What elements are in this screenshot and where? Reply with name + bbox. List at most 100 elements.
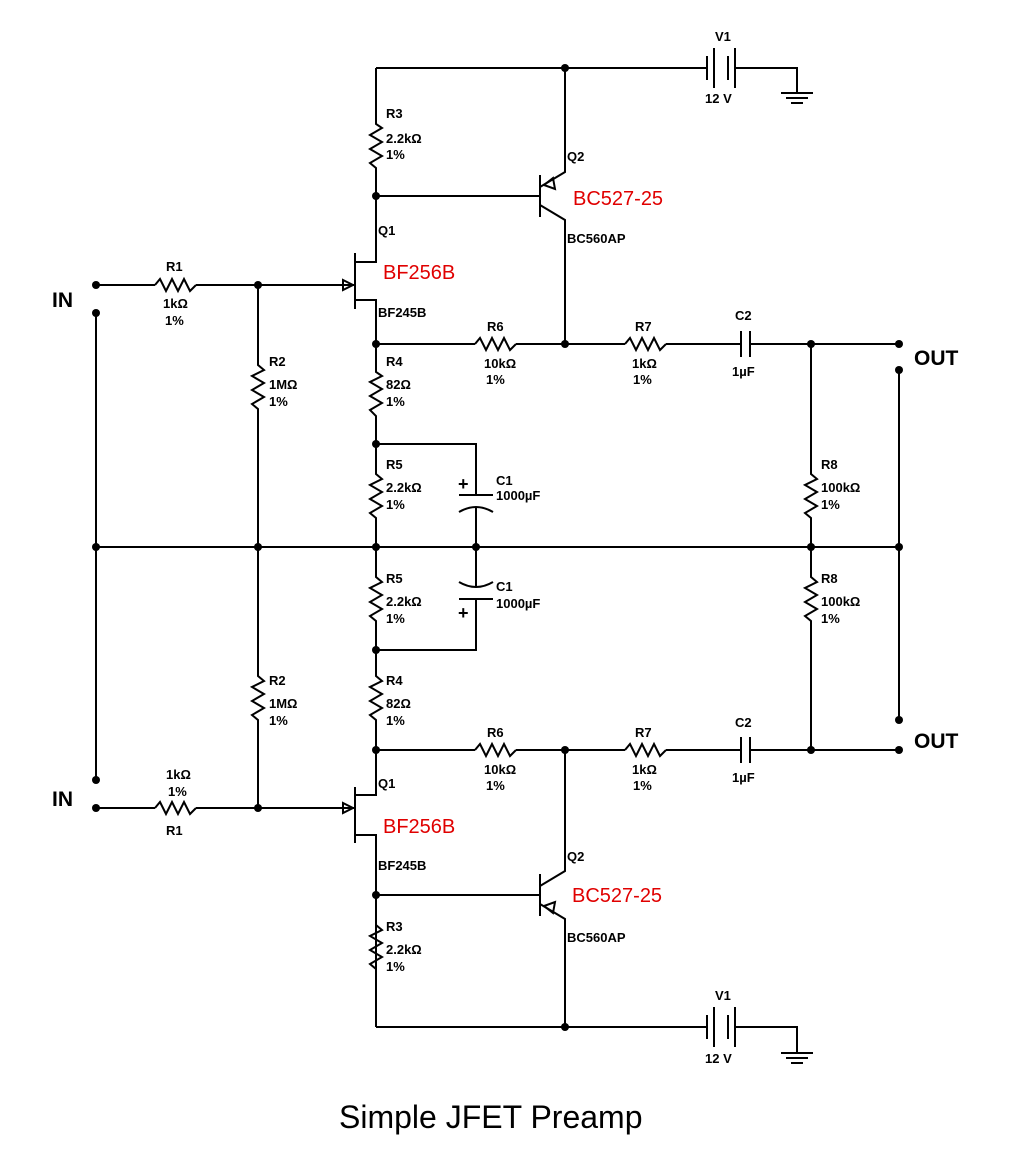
- top-q2-substitute: BC527-25: [573, 188, 663, 210]
- junction-dot: [895, 716, 903, 724]
- top-r6-value: 10kΩ: [484, 356, 516, 371]
- bottom-r4-ref: R4: [386, 673, 403, 688]
- bottom-c2-capacitor-symbol: [740, 737, 751, 763]
- top-r1-tol: 1%: [165, 313, 184, 328]
- top-q1-model: BF245B: [378, 305, 426, 320]
- top-q1-jfet-symbol: [96, 250, 377, 344]
- bottom-v1-battery-symbol: [706, 1007, 736, 1047]
- top-in-label: IN: [52, 289, 73, 312]
- junction-dot: [561, 1023, 569, 1031]
- bottom-r7-value: 1kΩ: [632, 762, 657, 777]
- bottom-r3-value: 2.2kΩ: [386, 942, 422, 957]
- bottom-r2-tol: 1%: [269, 713, 288, 728]
- io-ports: IN IN OUT OUT: [52, 281, 959, 812]
- bottom-r7-ref: R7: [635, 725, 652, 740]
- top-r2-value: 1MΩ: [269, 377, 297, 392]
- top-c1-electrolytic-symbol: +: [458, 474, 494, 547]
- top-r3-value: 2.2kΩ: [386, 131, 422, 146]
- junction-dot: [372, 746, 380, 754]
- top-r5-ref: R5: [386, 457, 403, 472]
- common-ground-bus: [92, 313, 903, 780]
- top-ground-icon: [781, 92, 813, 104]
- junction-dot: [561, 64, 569, 72]
- top-q2-pnp-symbol: [534, 68, 566, 344]
- top-out-terminal[interactable]: [895, 340, 903, 348]
- bottom-r2-resistor-symbol: [249, 547, 266, 808]
- junction-dot: [254, 281, 262, 289]
- top-c2-ref: C2: [735, 308, 752, 323]
- svg-text:+: +: [458, 603, 469, 623]
- top-r4-ref: R4: [386, 354, 403, 369]
- bottom-in-label: IN: [52, 788, 73, 811]
- top-in-terminal[interactable]: [92, 281, 100, 289]
- top-r4-resistor-symbol: [367, 344, 384, 444]
- junction-dot: [372, 192, 380, 200]
- bottom-r2-ref: R2: [269, 673, 286, 688]
- top-r3-ref: R3: [386, 106, 403, 121]
- bottom-supply: V1 12 V: [376, 988, 813, 1066]
- bottom-ground-icon: [781, 1052, 813, 1064]
- bottom-r6-ref: R6: [487, 725, 504, 740]
- bottom-r7-resistor-symbol: [624, 741, 667, 759]
- top-r2-tol: 1%: [269, 394, 288, 409]
- bottom-r2-value: 1MΩ: [269, 696, 297, 711]
- bottom-c1-value: 1000µF: [496, 596, 540, 611]
- bottom-r1-ref: R1: [166, 823, 183, 838]
- junction-dot: [92, 776, 100, 784]
- junction-dot: [254, 804, 262, 812]
- top-v1-battery-symbol: [706, 48, 736, 88]
- top-r7-value: 1kΩ: [632, 356, 657, 371]
- junction-dot: [372, 340, 380, 348]
- bottom-r3-resistor-symbol: [367, 895, 384, 1027]
- bottom-q2-substitute: BC527-25: [572, 885, 662, 907]
- bottom-q1-ref: Q1: [378, 776, 395, 791]
- bottom-r6-value: 10kΩ: [484, 762, 516, 777]
- bottom-q1-substitute: BF256B: [383, 816, 455, 838]
- junction-dot: [807, 340, 815, 348]
- bottom-q1-model: BF245B: [378, 858, 426, 873]
- junction-dot: [372, 440, 380, 448]
- channel-top: V1 12 V R3 2.2kΩ 1% Q1 BF256B BF245B R1 …: [96, 29, 899, 547]
- top-r3-resistor-symbol: [368, 118, 384, 196]
- bottom-q2-pnp-symbol: [534, 750, 566, 1027]
- top-q1-ref: Q1: [378, 223, 395, 238]
- bottom-r5-resistor-symbol: [367, 547, 384, 650]
- svg-text:+: +: [458, 474, 469, 494]
- top-v1-value: 12 V: [705, 91, 732, 106]
- junction-dot: [895, 366, 903, 374]
- bottom-r8-tol: 1%: [821, 611, 840, 626]
- bottom-r8-ref: R8: [821, 571, 838, 586]
- junction-dot: [561, 340, 569, 348]
- top-q1-substitute: BF256B: [383, 262, 455, 284]
- channel-bottom: R5 2.2kΩ 1% + C1 1000µF R4 82Ω 1% R2 1MΩ…: [96, 547, 899, 1066]
- junction-dot: [372, 646, 380, 654]
- top-r7-resistor-symbol: [624, 335, 667, 353]
- top-q2-model: BC560AP: [567, 231, 626, 246]
- bottom-r8-value: 100kΩ: [821, 594, 860, 609]
- bottom-v1-ref: V1: [715, 988, 731, 1003]
- bottom-r4-tol: 1%: [386, 713, 405, 728]
- top-r5-tol: 1%: [386, 497, 405, 512]
- junction-dot: [372, 891, 380, 899]
- bottom-q1-jfet-symbol: [96, 750, 377, 1027]
- bottom-r6-tol: 1%: [486, 778, 505, 793]
- top-r7-tol: 1%: [633, 372, 652, 387]
- bottom-q2-ref: Q2: [567, 849, 584, 864]
- top-r2-ref: R2: [269, 354, 286, 369]
- top-r5-value: 2.2kΩ: [386, 480, 422, 495]
- bottom-r7-tol: 1%: [633, 778, 652, 793]
- top-supply: V1 12 V: [375, 29, 813, 118]
- bottom-r1-value: 1kΩ: [166, 767, 191, 782]
- junction-dot: [92, 309, 100, 317]
- junction-dot: [92, 543, 100, 551]
- junction-dot: [895, 543, 903, 551]
- bottom-r4-value: 82Ω: [386, 696, 411, 711]
- top-v1-ref: V1: [715, 29, 731, 44]
- junction-dot: [561, 746, 569, 754]
- top-r8-value: 100kΩ: [821, 480, 860, 495]
- top-r6-ref: R6: [487, 319, 504, 334]
- bottom-r3-tol: 1%: [386, 959, 405, 974]
- top-r3-tol: 1%: [386, 147, 405, 162]
- top-r4-tol: 1%: [386, 394, 405, 409]
